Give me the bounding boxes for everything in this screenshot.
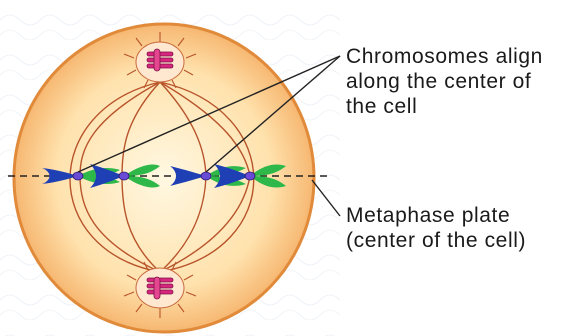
chromosomes-align-label: Chromosomes align along the center of th… (346, 44, 575, 119)
metaphase-plate-label: Metaphase plate (center of the cell) (346, 203, 575, 253)
